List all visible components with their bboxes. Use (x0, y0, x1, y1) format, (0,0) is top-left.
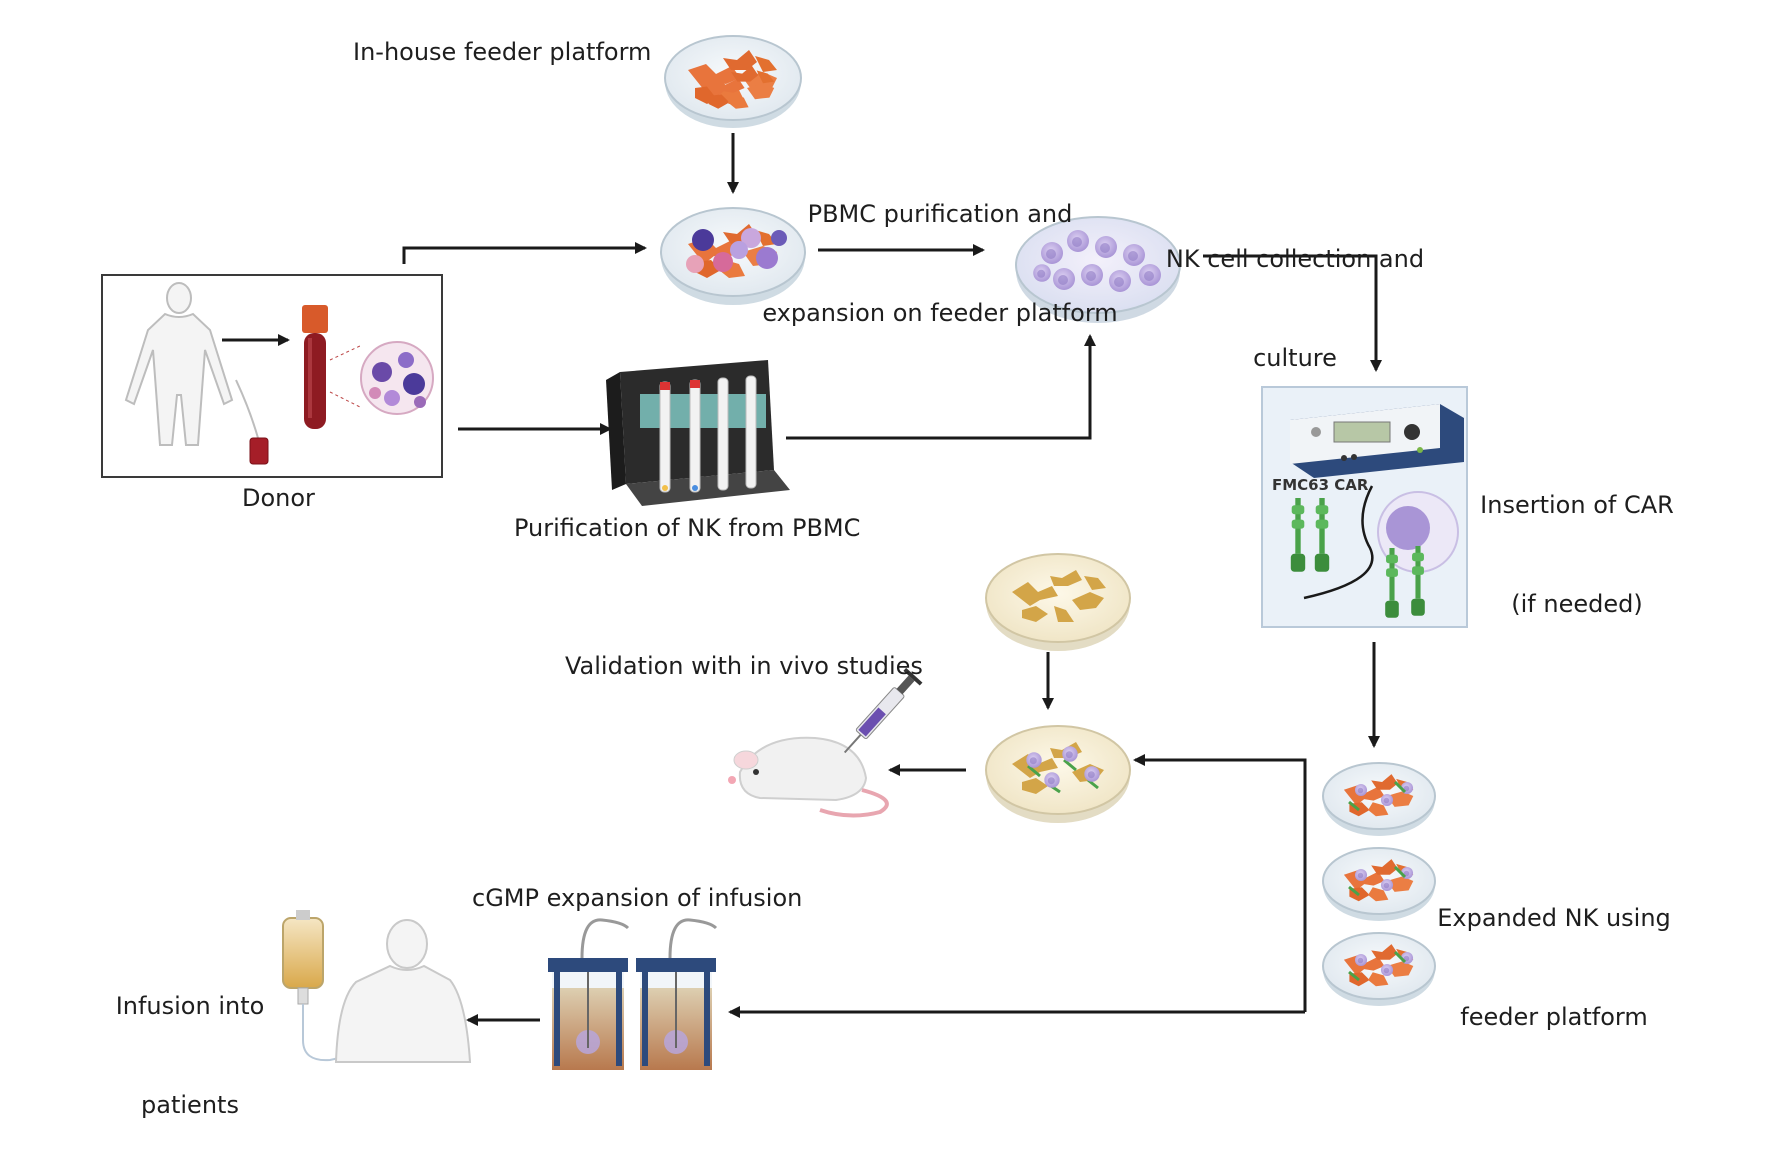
pbmc-dish (660, 207, 806, 305)
label-insertion-car-line2: (if needed) (1511, 590, 1643, 618)
infusion-bag (282, 910, 349, 1062)
bioreactor-2 (636, 918, 718, 1070)
expanded-dish-3 (1322, 932, 1436, 1006)
label-expanded-nk-line1: Expanded NK using (1437, 904, 1671, 932)
arrows (402, 133, 1382, 1026)
label-fmc63-car: FMC63 CAR (1272, 476, 1369, 494)
patient-infusion (282, 910, 472, 1063)
blood-bag (235, 379, 269, 465)
expanded-nk-dishes (1322, 762, 1436, 1006)
label-cgmp-expansion: cGMP expansion of infusion (472, 884, 803, 912)
bioreactor-1 (548, 918, 630, 1070)
label-donor: Donor (242, 484, 315, 512)
label-infusion: Infusion into patients (100, 924, 280, 1155)
arrow-expanded-to-validation (1133, 754, 1307, 1012)
blood-cells-zoom (329, 341, 434, 415)
label-nk-collection: NK cell collection and culture (1145, 177, 1445, 408)
expanded-dish-2 (1322, 847, 1436, 921)
feeder-dish (664, 35, 802, 128)
electroporator-device (1290, 404, 1464, 478)
feeder-dish-2 (985, 553, 1131, 651)
label-nk-collection-line1: NK cell collection and (1165, 245, 1425, 273)
validation-dish (985, 725, 1131, 823)
label-purification-nk: Purification of NK from PBMC (514, 514, 861, 542)
car-insertion-panel (1261, 386, 1468, 628)
label-expanded-nk: Expanded NK using feeder platform (1424, 836, 1684, 1067)
blood-tube (302, 305, 328, 429)
patient-figure (334, 919, 472, 1063)
label-nk-collection-line2: culture (1253, 344, 1337, 372)
label-pbmc-expansion-line2: expansion on feeder platform (762, 299, 1118, 327)
arrow-purification-to-nk (786, 334, 1096, 440)
label-infusion-line1: Infusion into (115, 992, 265, 1020)
workflow-diagram (101, 35, 1468, 1070)
label-pbmc-expansion-line1: PBMC purification and (807, 200, 1073, 228)
label-insertion-car-line1: Insertion of CAR (1480, 491, 1674, 519)
donor-panel (101, 274, 443, 478)
bioreactors (548, 918, 718, 1070)
syringe (843, 667, 923, 754)
label-insertion-car: Insertion of CAR (if needed) (1462, 423, 1692, 654)
label-pbmc-expansion: PBMC purification and expansion on feede… (745, 132, 1135, 363)
label-feeder-platform: In-house feeder platform (353, 38, 652, 66)
label-infusion-line2: patients (141, 1091, 239, 1119)
donor-figure (124, 282, 234, 446)
arrow-donor-to-pbmc (402, 242, 647, 264)
purification-rack (606, 360, 790, 506)
mouse-with-syringe (728, 667, 923, 818)
label-validation: Validation with in vivo studies (565, 652, 923, 680)
expanded-dish-1 (1322, 762, 1436, 836)
nk-collection-dish (1015, 216, 1181, 323)
arrow-nk-to-car (1203, 254, 1382, 372)
label-expanded-nk-line2: feeder platform (1460, 1003, 1648, 1031)
